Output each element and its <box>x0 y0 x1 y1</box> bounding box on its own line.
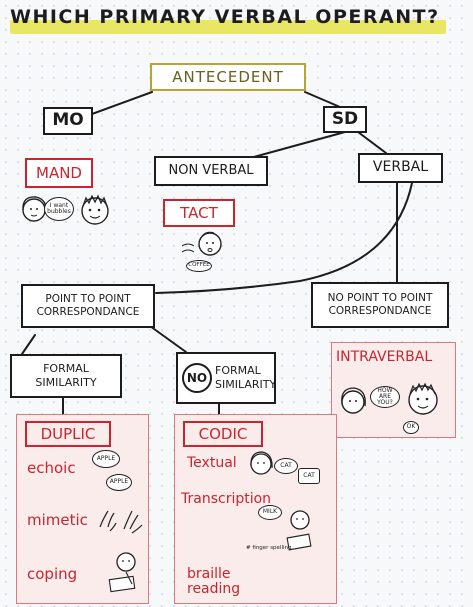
tact-speech-bubble: COFFEE <box>186 260 212 272</box>
intraverbal-reply-text: OK <box>406 423 416 431</box>
mand-bubble-text: I want bubbles <box>47 201 71 215</box>
verbal-label: VERBAL <box>372 159 429 176</box>
codic-item: Textual <box>187 455 237 471</box>
textual-girl-face-icon <box>248 448 276 484</box>
mand-label: MAND <box>36 163 82 182</box>
coping-writing-icon <box>104 548 144 598</box>
page-title: WHICH PRIMARY VERBAL OPERANT? <box>10 6 450 36</box>
codic-item: braille reading <box>187 566 241 598</box>
textual-card: CAT <box>298 468 320 484</box>
echoic-speech-bubble: APPLE <box>92 450 120 468</box>
intraverbal-girl-face-icon <box>337 382 371 426</box>
codic-label: CODIC <box>198 424 248 443</box>
antecedent-node: ANTECEDENT <box>150 63 306 91</box>
non-verbal-node: NON VERBAL <box>154 156 268 186</box>
intraverbal-boy-face-icon <box>404 378 444 426</box>
no-formal-similarity-label: FORMAL SIMILARITY <box>215 364 277 391</box>
codic-panel: CODIC Textual Transcription braille read… <box>174 414 337 604</box>
tact-bubble-text: COFFEE <box>188 262 210 269</box>
title-highlight <box>10 20 446 34</box>
transcription-writing-icon <box>282 508 316 556</box>
non-verbal-label: NON VERBAL <box>168 162 254 178</box>
no-formal-similarity-node: NO FORMAL SIMILARITY <box>176 352 276 404</box>
intraverbal-reply-bubble: OK <box>403 421 419 434</box>
finger-spelling-note: # finger spelling <box>246 545 292 551</box>
formal-similarity-node: FORMAL SIMILARITY <box>10 354 122 398</box>
echoic-reply-text: APPLE <box>109 478 129 486</box>
mand-node: MAND <box>25 158 93 188</box>
tact-label: TACT <box>180 203 218 222</box>
tact-person-face-icon <box>178 228 228 268</box>
sd-node: SD <box>323 106 367 133</box>
intraverbal-bubble-text: HOW ARE YOU? <box>377 386 393 407</box>
duplic-item: mimetic <box>27 511 88 529</box>
no-point-to-point-label: NO POINT TO POINT CORRESPONDANCE <box>327 291 433 317</box>
textual-speech-bubble: CAT <box>274 458 298 474</box>
transcription-speech-bubble: MILK <box>258 505 282 520</box>
duplic-label: DUPLIC <box>40 424 96 443</box>
codic-node: CODIC <box>183 421 263 447</box>
title-text: WHICH PRIMARY VERBAL OPERANT? <box>10 6 440 28</box>
mand-speech-bubble: I want bubbles <box>44 197 74 221</box>
duplic-item: echoic <box>27 459 76 477</box>
mimetic-hands-icon <box>96 505 146 539</box>
echoic-bubble-text: APPLE <box>96 454 116 462</box>
codic-item: Transcription <box>181 491 272 507</box>
duplic-panel: DUPLIC echoic mimetic coping <box>16 414 149 604</box>
antecedent-label: ANTECEDENT <box>172 67 284 86</box>
formal-similarity-label: FORMAL SIMILARITY <box>35 362 97 389</box>
intraverbal-label: INTRAVERBAL <box>336 349 433 365</box>
no-circle: NO <box>182 363 212 393</box>
verbal-node: VERBAL <box>358 153 443 183</box>
tact-node: TACT <box>163 199 235 227</box>
textual-card-text: CAT <box>303 471 315 479</box>
sd-label: SD <box>331 108 359 129</box>
point-to-point-node: POINT TO POINT CORRESPONDANCE <box>21 284 155 328</box>
echoic-reply-bubble: APPLE <box>106 474 132 491</box>
transcription-bubble-text: MILK <box>262 508 278 516</box>
duplic-node: DUPLIC <box>25 421 111 447</box>
textual-bubble-text: CAT <box>280 461 292 469</box>
mo-node: MO <box>43 107 93 135</box>
duplic-item: coping <box>27 565 78 583</box>
mo-label: MO <box>52 110 84 131</box>
intraverbal-speech-bubble: HOW ARE YOU? <box>370 386 400 408</box>
point-to-point-label: POINT TO POINT CORRESPONDANCE <box>36 292 140 318</box>
mand-boy-face-icon <box>78 192 112 232</box>
no-point-to-point-node: NO POINT TO POINT CORRESPONDANCE <box>311 282 449 328</box>
